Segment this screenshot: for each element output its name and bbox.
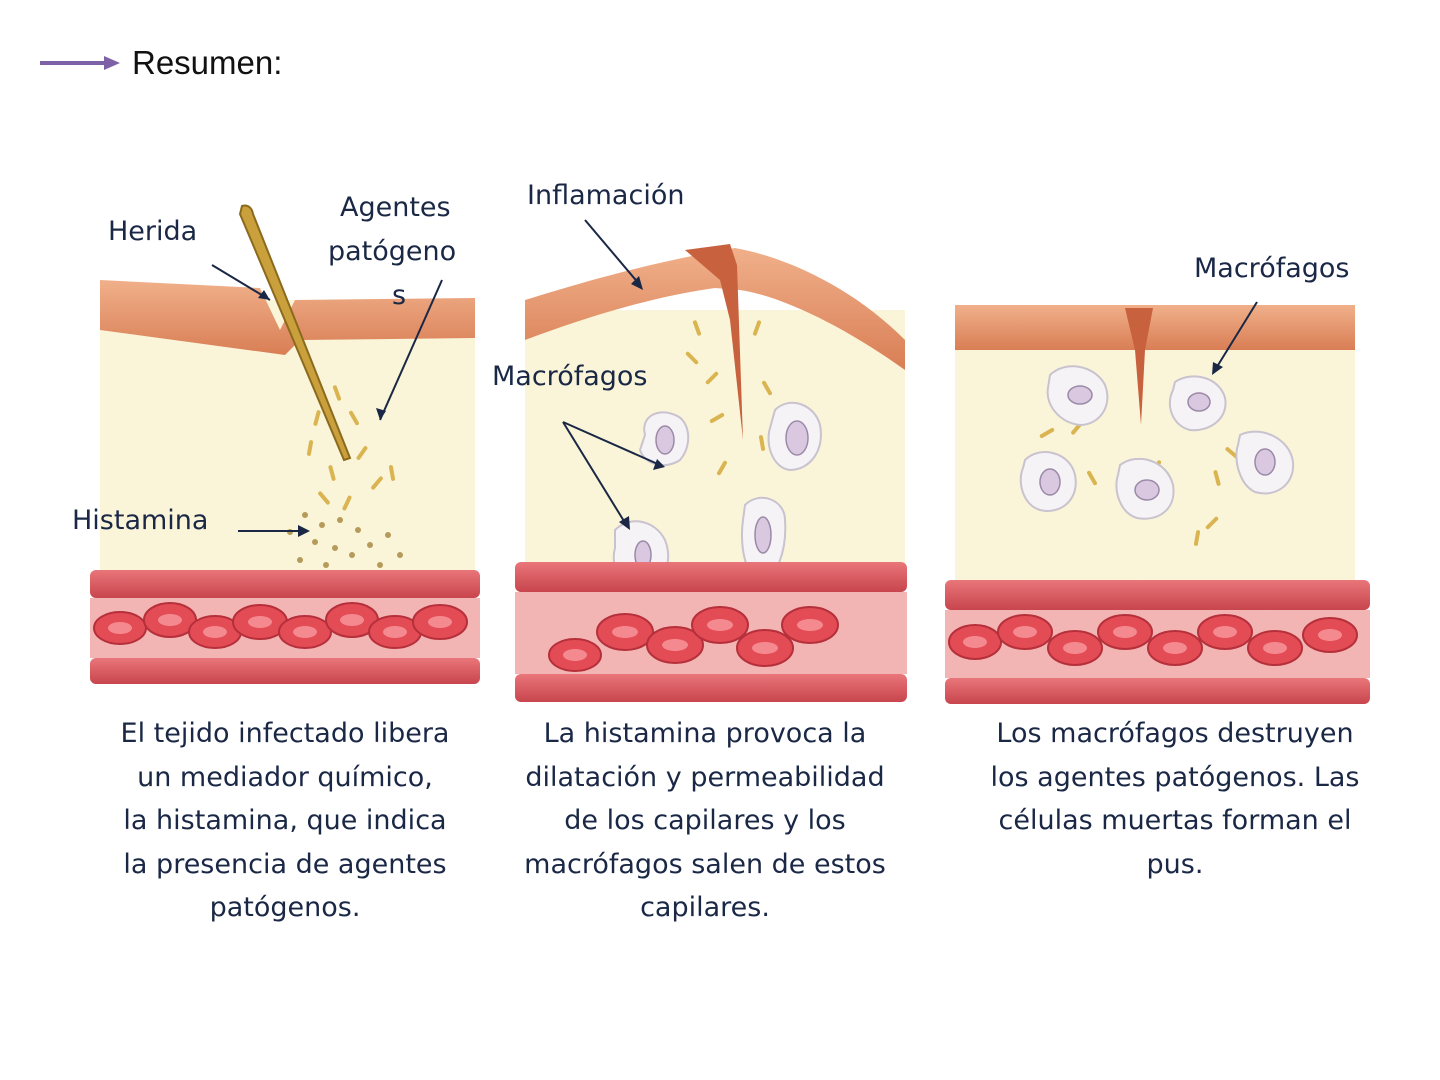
vessel-wall-bottom xyxy=(515,674,907,702)
inflammation-illustration xyxy=(515,219,907,702)
label-arrows xyxy=(211,264,443,532)
caption-line: la histamina, que indica xyxy=(123,805,447,836)
vessel-wall-top xyxy=(90,570,480,598)
caption-line: El tejido infectado libera xyxy=(120,718,450,749)
caption-line: Los macrófagos destruyen xyxy=(996,718,1354,749)
panel-inflammation xyxy=(515,170,910,710)
bacteria-group xyxy=(685,320,772,476)
caption-line: un mediador químico, xyxy=(137,761,433,793)
phagocytosis-illustration xyxy=(945,301,1370,704)
caption-panel-1: El tejido infectado libera un mediador q… xyxy=(90,712,480,930)
label-macrofagos-3: Macrófagos xyxy=(1194,253,1350,284)
caption-line: pus. xyxy=(1146,848,1204,880)
title-text: Resumen: xyxy=(132,44,283,81)
label-arrows xyxy=(562,219,661,527)
wound-icon xyxy=(685,244,743,440)
caption-panel-3: Los macrófagos destruyen los agentes pat… xyxy=(965,712,1385,886)
tissue-layer xyxy=(525,310,905,570)
wound-illustration xyxy=(90,204,480,684)
label-herida: Herida xyxy=(108,216,198,247)
vessel-wall-bottom xyxy=(945,678,1370,704)
caption-panel-2: La histamina provoca la dilatación y per… xyxy=(500,712,910,930)
caption-line: los agentes patógenos. Las xyxy=(990,761,1360,793)
red-blood-cells xyxy=(93,602,468,649)
vessel-wall-bottom xyxy=(90,658,480,684)
caption-line: capilares. xyxy=(640,892,770,923)
vessel-wall-top xyxy=(515,562,907,592)
label-macrofagos-2: Macrófagos xyxy=(492,361,648,392)
caption-line: La histamina provoca la xyxy=(543,718,867,749)
caption-line: de los capilares y los xyxy=(564,805,846,836)
label-agentes-1: Agentes xyxy=(340,192,451,223)
macrophage-nuclei xyxy=(1039,385,1276,501)
slide-title: Resumen: xyxy=(40,40,282,86)
panel-wound xyxy=(90,170,485,690)
label-arrows xyxy=(1214,301,1258,371)
label-inflamacion: Inflamación xyxy=(527,180,685,211)
bacteria-group xyxy=(306,385,396,511)
label-histamina: Histamina xyxy=(72,505,209,536)
caption-line: la presencia de agentes xyxy=(123,848,447,880)
vessel-wall-top xyxy=(945,580,1370,610)
label-agentes-2: patógeno xyxy=(328,236,457,267)
macrophages xyxy=(1019,365,1295,520)
caption-line: macrófagos salen de estos xyxy=(524,848,886,880)
label-agentes-3: s xyxy=(392,280,407,311)
panel-phagocytosis xyxy=(945,170,1375,710)
arrow-right-icon xyxy=(40,56,120,70)
skin-layer xyxy=(955,305,1355,350)
thorn-icon xyxy=(238,204,352,462)
caption-line: dilatación y permeabilidad xyxy=(525,761,885,793)
skin-layer xyxy=(525,248,905,370)
caption-line: patógenos. xyxy=(209,892,361,923)
caption-line: células muertas forman el xyxy=(998,805,1352,836)
wound-icon xyxy=(1125,308,1153,425)
